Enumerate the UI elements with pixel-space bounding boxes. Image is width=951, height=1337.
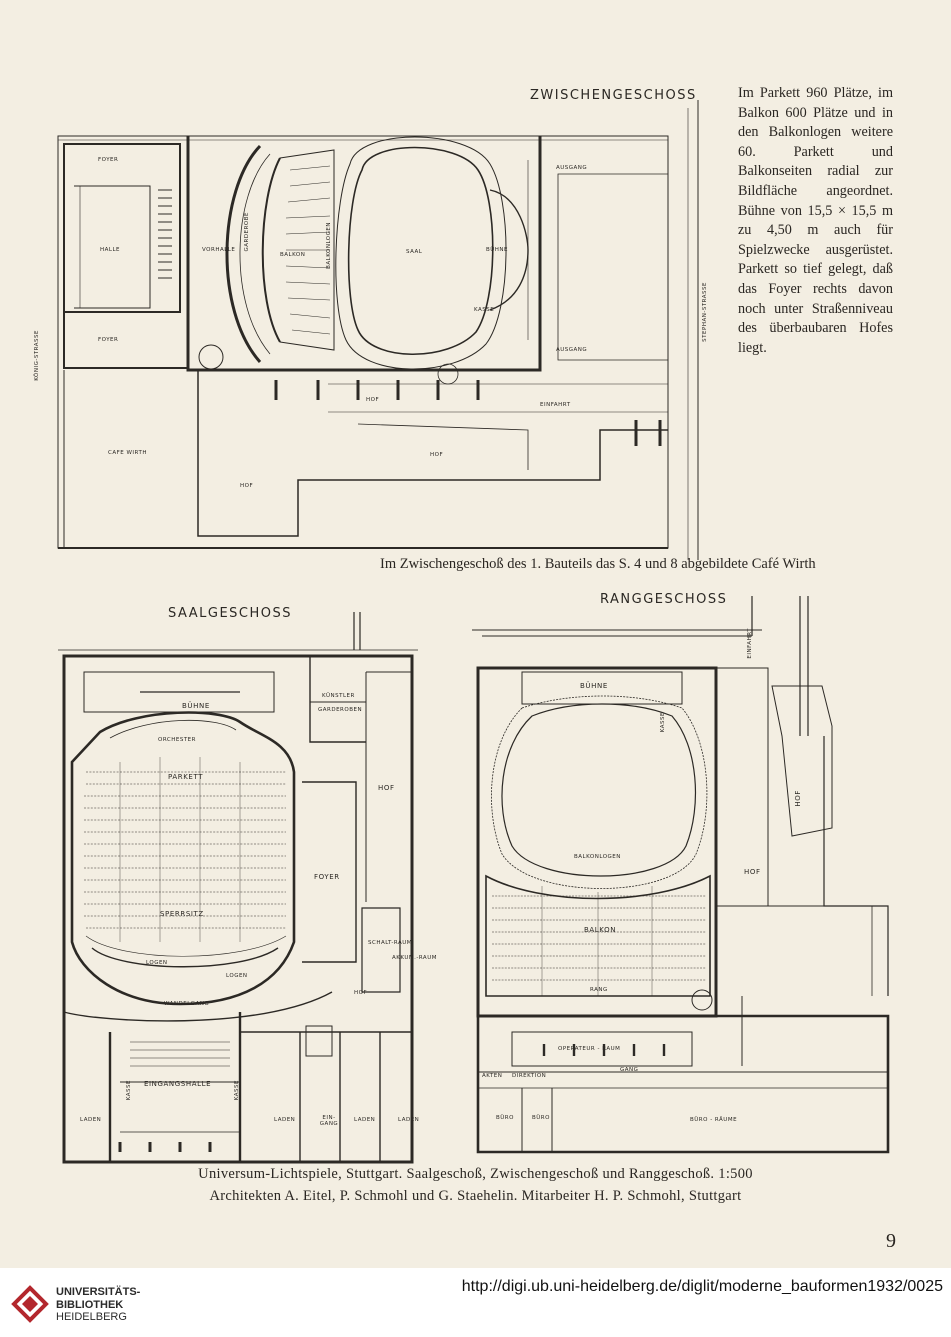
label-buehne-left: BÜHNE (182, 702, 210, 710)
label-ausgang-bottom: AUSGANG (556, 347, 588, 353)
page-number: 9 (886, 1230, 896, 1252)
label-kasse-top: KASSE (474, 307, 495, 313)
logo-line-2: BIBLIOTHEK (56, 1298, 124, 1311)
library-logo-text: UNIVERSITÄTS- BIBLIOTHEK HEIDELBERG (56, 1286, 140, 1324)
label-wandelgang: WANDELGANG (164, 1001, 210, 1007)
label-kasse-right: KASSE (660, 712, 666, 733)
label-buero-2: BÜRO (532, 1115, 550, 1121)
label-laden-3: LADEN (354, 1117, 376, 1123)
label-kuenstler: KÜNSTLER (322, 693, 355, 699)
label-einfahrt-right: EINFAHRT (747, 628, 753, 659)
label-logen-2: LOGEN (226, 973, 248, 979)
label-halle: HALLE (100, 247, 121, 253)
label-foyer-left: FOYER (314, 873, 340, 881)
label-eingang: EIN-GANG (319, 1115, 339, 1127)
label-hof-right: HOF (744, 868, 761, 876)
label-cafe-wirth: CAFE WIRTH (108, 450, 147, 456)
label-buero-1: BÜRO (496, 1115, 514, 1121)
label-koenig-strasse: KÖNIG-STRASSE (34, 330, 40, 381)
label-einfahrt-top: EINFAHRT (540, 402, 571, 408)
label-buero-raeume: BÜRO - RÄUME (690, 1117, 738, 1123)
label-garderobe: GARDEROBE (244, 212, 250, 252)
logo-line-1: UNIVERSITÄTS- (56, 1286, 141, 1298)
label-foyer-bottom: FOYER (98, 337, 119, 343)
label-eingangshalle: EINGANGSHALLE (144, 1080, 212, 1088)
side-description-text: Im Parkett 960 Plätze, im Balkon 600 Plä… (738, 85, 893, 356)
label-laden-1: LADEN (80, 1117, 102, 1123)
label-balkon-right: BALKON (584, 926, 617, 934)
label-gang: GANG (620, 1067, 639, 1073)
floor-plan-zwischengeschoss (57, 100, 699, 560)
label-kasse-left-2: KASSE (234, 1080, 240, 1101)
label-garderoben: GARDEROBEN (318, 707, 363, 713)
caption-bottom-line-2: Architekten A. Eitel, P. Schmohl und G. … (209, 1188, 742, 1204)
label-kasse-left-1: KASSE (126, 1080, 132, 1101)
label-hof-2: HOF (430, 452, 444, 458)
label-saal: SAAL (406, 249, 423, 255)
label-buehne-right: BÜHNE (580, 682, 608, 690)
label-hof-vertical: HOF (794, 790, 802, 807)
label-logen-1: LOGEN (146, 960, 168, 966)
label-stephan-strasse: STEPHAN-STRASSE (702, 282, 708, 342)
caption-middle: Im Zwischengeschoß des 1. Bauteils das S… (380, 556, 816, 572)
label-hof-small: HOF (354, 990, 368, 996)
label-orchester: ORCHESTER (158, 737, 196, 743)
label-hof-left: HOF (378, 784, 395, 792)
floor-plan-ranggeschoss (472, 596, 890, 1154)
label-operateur-raum: OPERATEUR - RAUM (558, 1046, 621, 1052)
label-vorhalle: VORHALLE (202, 247, 236, 253)
label-hof-3: HOF (240, 483, 254, 489)
library-logo-icon (11, 1285, 49, 1323)
document-page: ZWISCHENGESCHOSS (34, 85, 896, 1252)
label-balkonlogen: BALKONLOGEN (326, 222, 332, 269)
caption-bottom-line-1: Universum-Lichtspiele, Stuttgart. Saalge… (198, 1166, 753, 1182)
floor-plan-saalgeschoss (58, 612, 418, 1164)
label-akkuraum: AKKUM.-RAUM (392, 955, 437, 961)
label-sperrsitz: SPERRSITZ (160, 910, 204, 918)
label-direktion: DIREKTION (512, 1073, 547, 1079)
source-url-link[interactable]: http://digi.ub.uni-heidelberg.de/diglit/… (461, 1278, 943, 1295)
plan-title-saalgeschoss: SAALGESCHOSS (168, 606, 293, 621)
label-parkett: PARKETT (168, 773, 204, 781)
logo-line-3: HEIDELBERG (56, 1311, 127, 1323)
label-laden-2: LADEN (274, 1117, 296, 1123)
label-ausgang-top: AUSGANG (556, 165, 588, 171)
plan-title-zwischengeschoss: ZWISCHENGESCHOSS (530, 88, 697, 103)
plan-title-ranggeschoss: RANGGESCHOSS (600, 592, 728, 607)
label-foyer-top: FOYER (98, 157, 119, 163)
label-balkon: BALKON (280, 252, 306, 258)
label-buehne-top: BÜHNE (486, 247, 509, 253)
label-rang: RANG (590, 987, 608, 993)
label-hof-top: HOF (366, 397, 380, 403)
label-akten: AKTEN (482, 1073, 503, 1079)
label-schaltraum: SCHALT-RAUM (368, 940, 413, 946)
label-balkonlogen-right: BALKONLOGEN (574, 854, 621, 860)
label-laden-4: LADEN (398, 1117, 420, 1123)
footer-bar (0, 1268, 951, 1337)
